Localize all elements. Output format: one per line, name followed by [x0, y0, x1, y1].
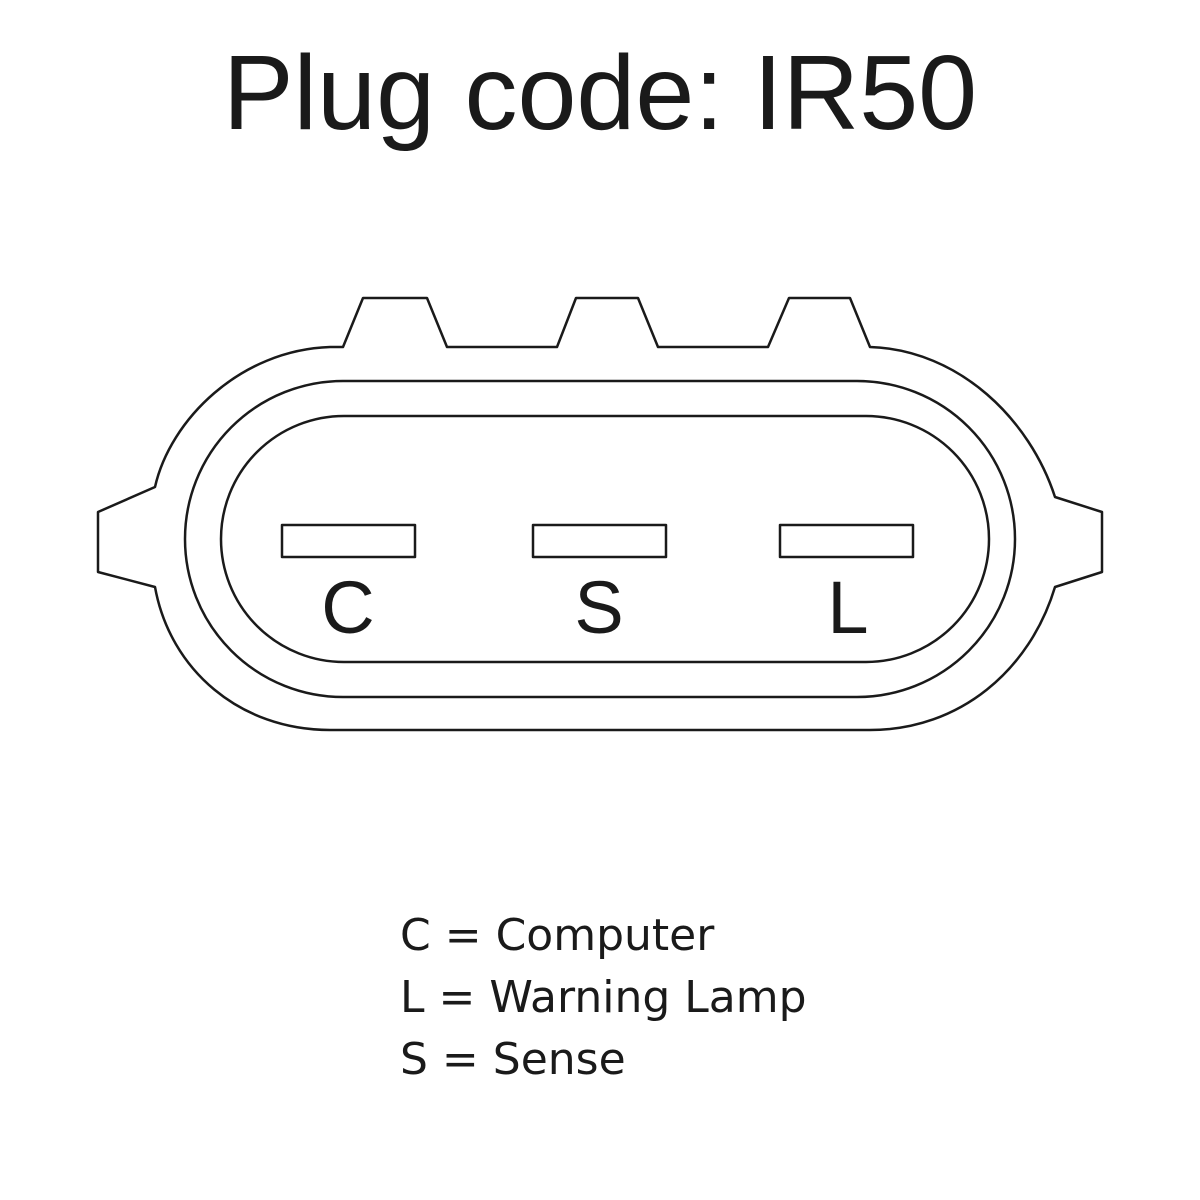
pin-s-terminal: [531, 523, 668, 559]
connector-housing-outline: [96, 296, 1104, 732]
legend-item: L = Warning Lamp: [400, 972, 807, 1023]
connector-face: [219, 414, 991, 664]
pin-c-label: C: [321, 566, 374, 649]
pin-l-label: L: [827, 566, 868, 649]
page-title: Plug code: IR50: [222, 34, 978, 152]
pin-l-terminal: [778, 523, 915, 559]
pin-legend: C = Computer L = Warning Lamp S = Sense: [400, 905, 807, 1091]
pin-s-label: S: [574, 566, 623, 649]
connector-rim: [183, 379, 1017, 699]
legend-item: S = Sense: [400, 1034, 626, 1085]
legend-item: C = Computer: [400, 910, 715, 961]
pin-c-terminal: [280, 523, 417, 559]
